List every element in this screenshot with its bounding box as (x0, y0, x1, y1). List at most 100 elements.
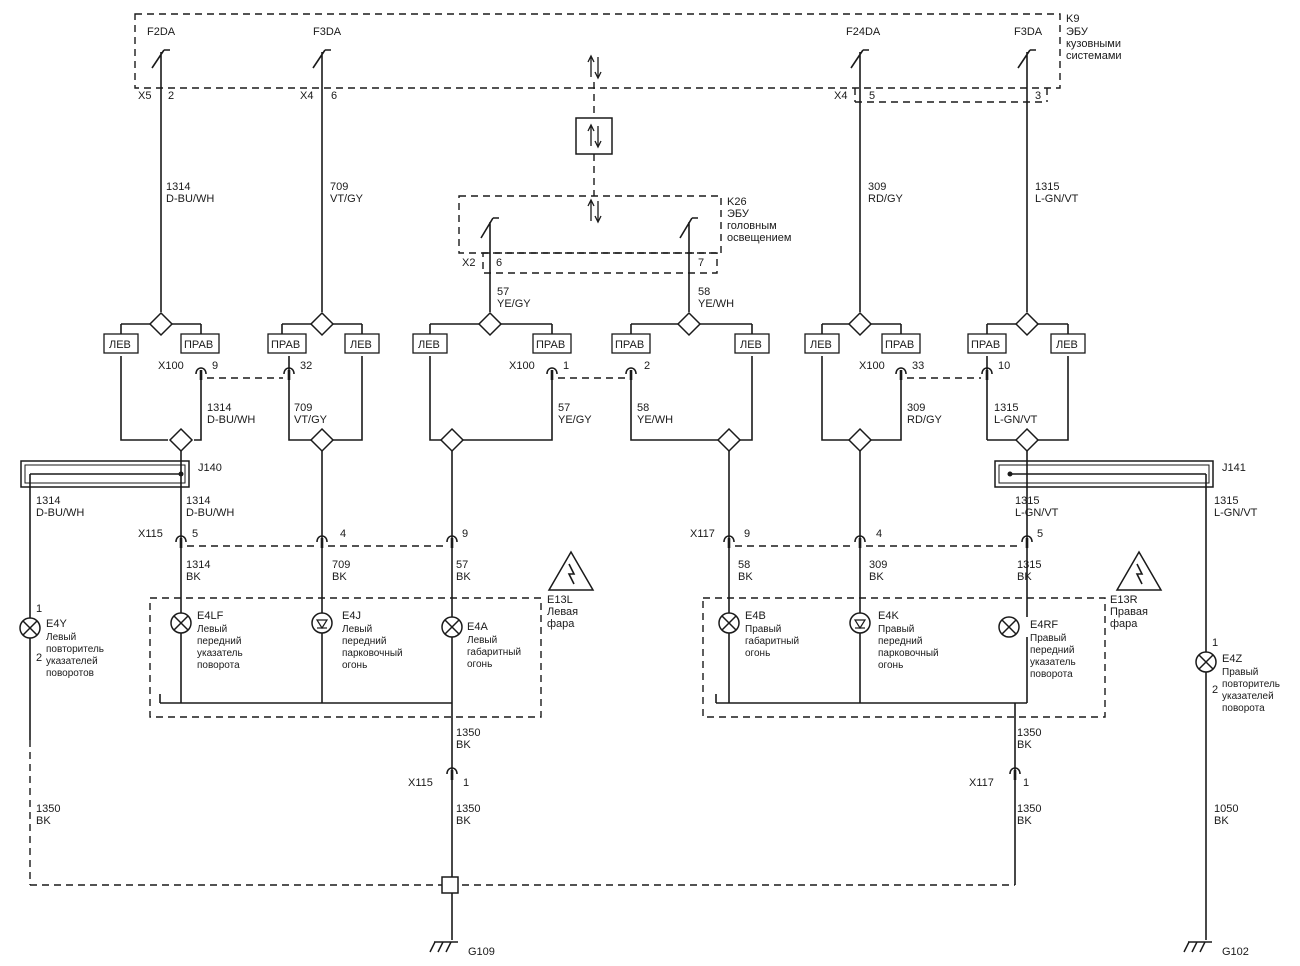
junction-diamond-6 (1015, 312, 1039, 336)
ground-g109-label: G109 (468, 946, 495, 958)
svg-text:передний: передний (342, 636, 386, 647)
junction-diamond-2 (310, 312, 334, 336)
svg-text:поворота: поворота (197, 660, 240, 671)
conn-x100-b: X100 (509, 360, 535, 372)
label-prav-6: ПРАВ (971, 339, 1000, 351)
label-lev-4: ЛЕВ (740, 339, 762, 351)
svg-text:E4RF: E4RF (1030, 619, 1058, 631)
x100-conn-9 (194, 366, 208, 382)
wire-1350-l1-num: 1350 (456, 727, 480, 739)
svg-text:поворотов: поворотов (46, 668, 94, 679)
x100-conn-1 (545, 366, 559, 382)
pin-x2-7: 7 (698, 257, 704, 269)
wire-1314-num: 1314 (166, 181, 190, 193)
wire-1350-r1-num: 1350 (1017, 727, 1041, 739)
wire-58-mid-color: YE/WH (637, 414, 673, 426)
wire-1315-color: L-GN/VT (1035, 193, 1079, 205)
k26-id: K26 (727, 196, 747, 208)
fuse-f24da: F24DA (846, 26, 881, 38)
lamp-e4k-icon (849, 612, 871, 634)
wire-1315-num: 1315 (1035, 181, 1059, 193)
junction-diamond-10 (717, 428, 741, 452)
svg-text:огонь: огонь (342, 660, 367, 671)
ground-splice-block (441, 876, 459, 894)
wire-1350-l1-color: BK (456, 739, 471, 751)
headlamp-internal-wiring (159, 548, 1028, 704)
svg-text:Левый: Левый (342, 624, 372, 635)
conn-x117-bottom: X117 (969, 777, 994, 789)
pin-x117-9: 9 (744, 528, 750, 540)
lamp-e4b-icon (718, 612, 740, 634)
pin-e4y-1: 1 (36, 603, 42, 615)
wire-57-color: YE/GY (497, 298, 531, 310)
lamp-e4rf-icon (998, 616, 1020, 638)
wire-1314-bk-num: 1314 (186, 559, 210, 571)
svg-text:габаритный: габаритный (467, 646, 521, 658)
k26-line1: ЭБУ (727, 208, 750, 220)
pin-x100-9: 9 (212, 360, 218, 372)
junction-diamond-5 (848, 312, 872, 336)
svg-text:Левый: Левый (467, 635, 497, 646)
wire-709-color: VT/GY (330, 193, 364, 205)
wire-309-mid-num: 309 (907, 402, 925, 414)
k26-module-box (458, 195, 722, 254)
svg-text:парковочный: парковочный (342, 648, 403, 659)
svg-text:E4A: E4A (467, 621, 488, 633)
junction-diamond-8 (310, 428, 334, 452)
wire-1314-mid-color: D-BU/WH (207, 414, 255, 426)
wire-1315-mid-color: L-GN/VT (994, 414, 1038, 426)
svg-text:Левый: Левый (46, 632, 76, 643)
k9-id: K9 (1066, 13, 1079, 25)
wire-1315-right-num: 1315 (1214, 495, 1238, 507)
pin-x117-5: 5 (1037, 528, 1043, 540)
lamp-e4y-icon (19, 617, 41, 639)
k26-line3: освещением (727, 232, 791, 244)
fuse-f3da-left: F3DA (313, 26, 342, 38)
pin-x100-32: 32 (300, 360, 312, 372)
wire-57-mid-color: YE/GY (558, 414, 592, 426)
svg-text:Правый: Правый (745, 624, 781, 635)
wire-1350-l2-color: BK (456, 815, 471, 827)
lower-feed-wires (29, 451, 1207, 652)
wire-1350-l2-num: 1350 (456, 803, 480, 815)
svg-text:указатель: указатель (1030, 657, 1076, 668)
lamp-texts: E4LF Левый передний указатель поворота E… (197, 610, 1076, 680)
svg-text:Левый: Левый (197, 624, 227, 635)
label-prav-3: ПРАВ (536, 339, 565, 351)
svg-text:габаритный: габаритный (745, 635, 799, 647)
label-lev-5: ЛЕВ (810, 339, 832, 351)
headlamp-left-line2: фара (547, 618, 575, 630)
svg-text:передний: передний (197, 636, 241, 647)
warning-triangle-right-icon (1116, 551, 1162, 591)
label-prav-2: ПРАВ (271, 339, 300, 351)
data-link-arrows-icon (587, 55, 602, 79)
svg-text:Правый: Правый (878, 624, 914, 635)
svg-text:огонь: огонь (745, 648, 770, 659)
lamp-e4z-icon (1195, 651, 1217, 673)
junction-diamond-3 (478, 312, 502, 336)
wire-57-mid-num: 57 (558, 402, 570, 414)
pin-x5-2: 2 (168, 90, 174, 102)
lamp-e4z-texts: E4Z Правый повторитель указателей поворо… (1222, 653, 1280, 714)
lamp-e4y-texts: E4Y Левый повторитель указателей поворот… (46, 618, 104, 679)
svg-text:огонь: огонь (878, 660, 903, 671)
wire-1315-bk-color: BK (1017, 571, 1032, 583)
k26-switch-right (679, 217, 698, 239)
svg-text:указателей: указателей (1222, 691, 1274, 702)
k9-line1: ЭБУ (1066, 26, 1089, 38)
svg-text:парковочный: парковочный (878, 648, 939, 659)
gateway-block (575, 117, 613, 155)
x100-conn-33 (894, 366, 908, 382)
conn-x117-top: X117 (690, 528, 715, 540)
wire-58-color: YE/WH (698, 298, 734, 310)
svg-text:E4Z: E4Z (1222, 653, 1242, 665)
conn-x100-a: X100 (158, 360, 184, 372)
svg-text:поворота: поворота (1222, 703, 1265, 714)
conn-x4-right: X4 (834, 90, 847, 102)
ground-g102-label: G102 (1222, 946, 1249, 958)
wire-1350-left-color: BK (36, 815, 51, 827)
splice-j141-label: J141 (1222, 462, 1246, 474)
k9-line3: системами (1066, 50, 1122, 62)
pin-x115-5: 5 (192, 528, 198, 540)
